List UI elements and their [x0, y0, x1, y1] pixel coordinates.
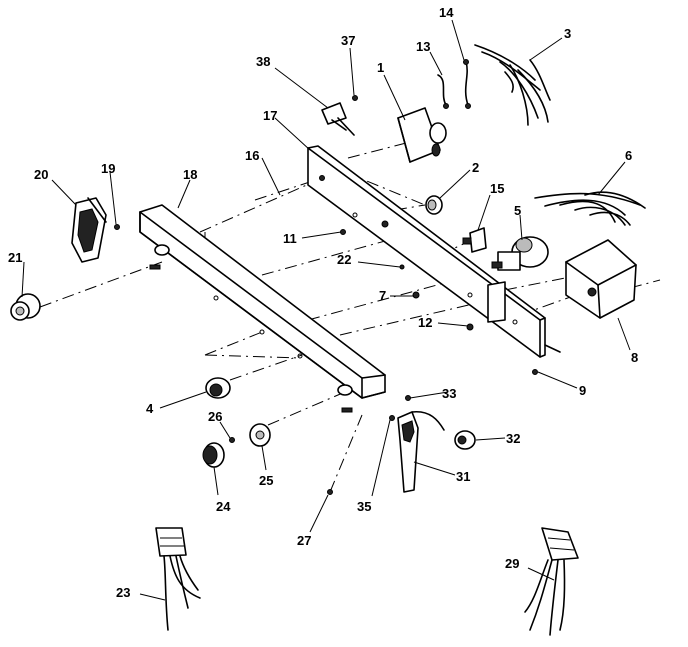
callout-24: 24	[216, 499, 231, 514]
callout-37: 37	[341, 33, 355, 48]
callout-14: 14	[439, 5, 454, 20]
module-8	[565, 239, 637, 319]
console-panel	[139, 204, 386, 413]
callout-35: 35	[357, 499, 371, 514]
rear-bracket	[307, 145, 561, 358]
wire-14	[463, 59, 471, 109]
harness-6	[534, 191, 646, 226]
callout-20: 20	[34, 167, 48, 182]
callout-4: 4	[146, 401, 154, 416]
callout-3: 3	[564, 26, 571, 41]
callout-12: 12	[418, 315, 432, 330]
callout-18: 18	[183, 167, 197, 182]
callout-38: 38	[256, 54, 270, 69]
callout-13: 13	[416, 39, 430, 54]
part-32	[454, 430, 476, 450]
switch-38	[321, 95, 358, 136]
leader-lines	[21, 19, 631, 601]
callout-33: 33	[442, 386, 456, 401]
knob-21	[10, 293, 41, 321]
callout-9: 9	[579, 383, 586, 398]
callout-32: 32	[506, 431, 520, 446]
screw-19	[114, 224, 120, 230]
callout-1: 1	[377, 60, 384, 75]
harness-3	[474, 44, 551, 126]
part-2	[425, 195, 443, 215]
bracket-20	[71, 197, 107, 263]
callout-17: 17	[263, 108, 277, 123]
callout-22: 22	[337, 252, 351, 267]
callout-19: 19	[101, 161, 115, 176]
callout-26: 26	[208, 409, 222, 424]
callout-labels: 1 2 3 4 5 6 7 8 9 11 12 13 14 15 16 17 1…	[8, 5, 638, 600]
callout-27: 27	[297, 533, 311, 548]
callout-7: 7	[379, 288, 386, 303]
callout-23: 23	[116, 585, 130, 600]
callout-21: 21	[8, 250, 22, 265]
callout-31: 31	[456, 469, 470, 484]
callout-5: 5	[514, 203, 521, 218]
knob-4	[205, 377, 231, 399]
callout-6: 6	[625, 148, 632, 163]
motor-5	[491, 236, 549, 271]
harness-29	[524, 527, 579, 636]
callout-29: 29	[505, 556, 519, 571]
harness-23	[155, 527, 201, 631]
callout-16: 16	[245, 148, 259, 163]
knob-24	[202, 442, 225, 468]
callout-15: 15	[490, 181, 504, 196]
callout-8: 8	[631, 350, 638, 365]
callout-11: 11	[283, 231, 297, 246]
washer-25	[249, 423, 271, 447]
callout-2: 2	[472, 160, 479, 175]
wire-13	[437, 74, 449, 109]
screw-26	[229, 437, 235, 443]
bracket-31	[389, 395, 445, 493]
screws	[319, 175, 538, 375]
timer-1	[397, 107, 447, 163]
callout-25: 25	[259, 473, 273, 488]
switch-15	[462, 227, 487, 253]
screw-27	[327, 489, 333, 495]
